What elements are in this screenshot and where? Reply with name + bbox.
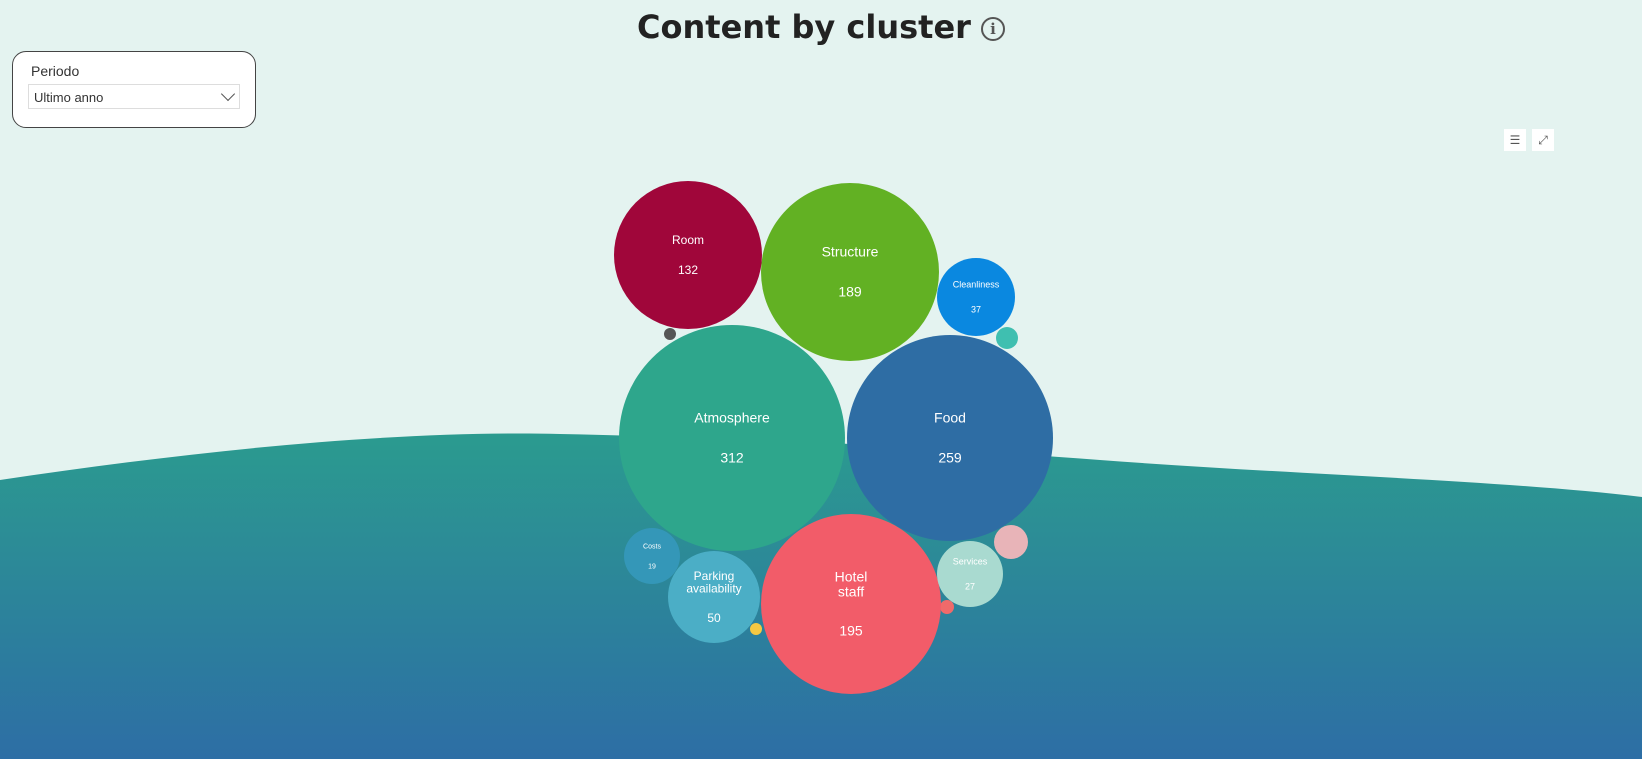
bubble-label: Services	[953, 557, 988, 567]
bubble-label: Costs	[643, 543, 661, 550]
bubble-parking-availability[interactable]	[668, 551, 760, 643]
bubble-services[interactable]	[937, 541, 1003, 607]
bubble-atmosphere[interactable]	[619, 325, 845, 551]
bubble-label: Food	[934, 410, 966, 426]
bubble-value: 37	[971, 305, 981, 315]
bubble-value: 50	[707, 611, 721, 625]
bubble-value: 132	[678, 263, 698, 277]
bubble-value: 27	[965, 582, 975, 592]
bubble-label: availability	[686, 582, 741, 596]
bubble-value: 189	[838, 284, 862, 300]
bubble-room[interactable]	[614, 181, 762, 329]
bubble-label: Cleanliness	[953, 280, 1000, 290]
bubble-label: Room	[672, 233, 704, 247]
bubble-hotel-staff[interactable]	[761, 514, 941, 694]
bubble-label: Structure	[822, 244, 879, 260]
bubble-cleanliness[interactable]	[937, 258, 1015, 336]
minor-bubble[interactable]	[994, 525, 1028, 559]
minor-bubble[interactable]	[940, 600, 954, 614]
periodo-slicer: Periodo Ultimo anno	[12, 51, 256, 128]
minor-bubble[interactable]	[750, 623, 762, 635]
filter-icon[interactable]: ☰	[1504, 129, 1526, 151]
bubble-label: Atmosphere	[694, 410, 770, 426]
bubble-label: Parking	[694, 569, 735, 583]
minor-bubble[interactable]	[664, 328, 676, 340]
bubble-structure[interactable]	[761, 183, 939, 361]
bubble-label: staff	[838, 583, 864, 599]
slicer-label: Periodo	[31, 63, 80, 79]
bubble-costs[interactable]	[624, 528, 680, 584]
bubble-value: 312	[720, 450, 744, 466]
minor-bubble[interactable]	[996, 327, 1018, 349]
bubble-value: 259	[938, 450, 962, 466]
focus-mode-icon[interactable]: ⤢	[1532, 129, 1554, 151]
info-icon[interactable]: i	[980, 17, 1005, 41]
bubble-food[interactable]	[847, 335, 1053, 541]
bubble-value: 195	[839, 623, 863, 639]
periodo-dropdown[interactable]: Ultimo anno	[28, 84, 240, 109]
dropdown-value: Ultimo anno	[34, 90, 104, 105]
bubble-value: 19	[648, 563, 656, 570]
bubble-label: Hotel	[835, 569, 868, 585]
